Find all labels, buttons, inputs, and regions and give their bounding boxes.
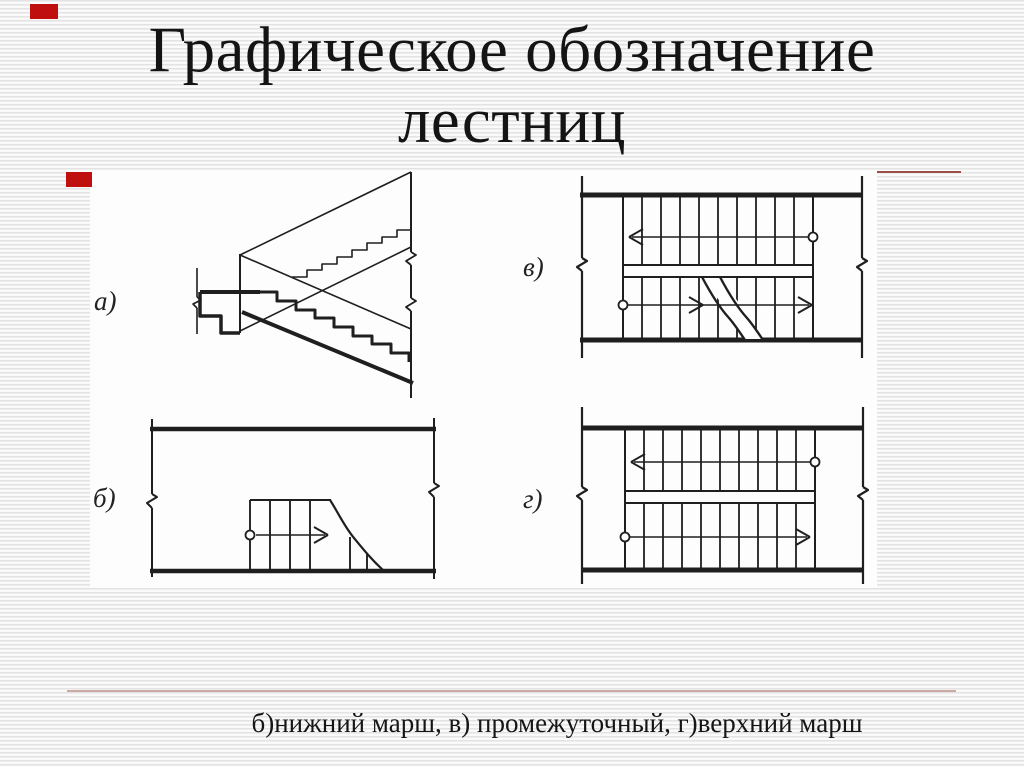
- footer-divider-line: [67, 690, 956, 692]
- diagram-v-label: в): [523, 252, 544, 282]
- slide-title: Графическое обозначение лестниц: [0, 15, 1024, 157]
- red-accent-block-top-left: [30, 4, 58, 19]
- diagram-g-upper-flight-plan: [575, 407, 870, 584]
- panel-top-right-line: [877, 171, 961, 173]
- diagram-a-section-sketch: [192, 171, 417, 398]
- slide-caption: б)нижний марш, в) промежуточный, г)верхн…: [251, 708, 863, 738]
- slide-title-line-2: лестниц: [397, 85, 627, 157]
- diagram-a-label: а): [94, 286, 117, 316]
- slide-title-line-1: Графическое обозначение: [148, 14, 876, 86]
- diagram-b-lower-flight-plan: [146, 418, 440, 579]
- content-panel: [90, 170, 877, 588]
- red-accent-block-panel-edge: [66, 172, 92, 187]
- diagram-v-intermediate-flight-plan: [575, 176, 869, 358]
- diagram-b-label: б): [93, 483, 116, 513]
- diagram-g-label: г): [523, 484, 543, 514]
